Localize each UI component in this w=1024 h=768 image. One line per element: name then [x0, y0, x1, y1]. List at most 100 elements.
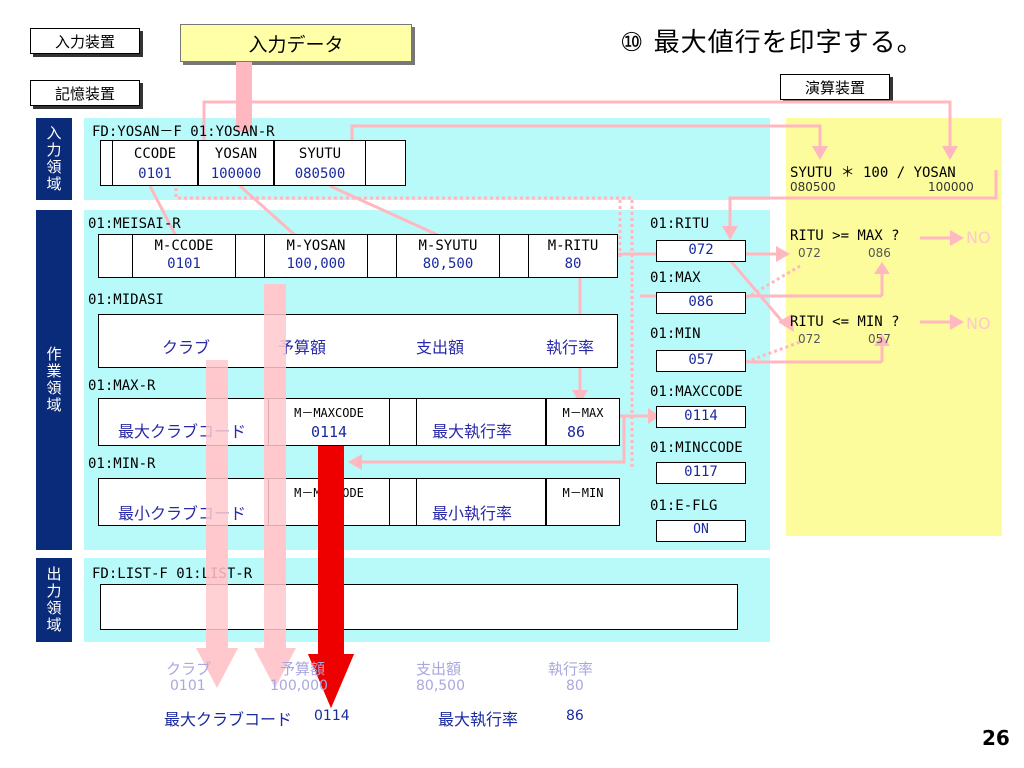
maxccode-to-mmaxcode-arrowhead — [348, 454, 362, 470]
maxccode-to-mmaxcode-line — [360, 414, 656, 464]
var-minccode-label: 01:MINCCODE — [650, 440, 743, 456]
var-ritu-box — [656, 240, 746, 262]
printed-club-header: クラブ — [166, 660, 212, 678]
input-fd-label: FD:YOSAN－F 01:YOSAN-R — [92, 124, 275, 140]
midasi-spend: 支出額 — [416, 338, 465, 357]
yosan-name: YOSAN — [214, 146, 258, 162]
msyutu-name: M-SYUTU — [418, 238, 478, 254]
formula-yosan-value: 100000 — [928, 180, 974, 194]
no-max-label: NO — [966, 228, 991, 247]
mmin-cell — [546, 478, 620, 526]
ritu-to-cmpmax-arrowhead — [776, 246, 790, 262]
yosan-arrowhead — [942, 146, 958, 160]
ritu-to-cmpmin-line — [728, 259, 788, 327]
syutu-name: SYUTU — [298, 146, 342, 162]
no-max-arrowhead — [950, 230, 964, 246]
mccode-name: M-CCODE — [154, 238, 214, 254]
cmp-min-min: 057 — [868, 332, 891, 346]
arith-device-label: 演算装置 — [780, 74, 890, 100]
ritu-to-cmpmin-arrowhead — [778, 314, 794, 332]
var-min-value: 057 — [688, 352, 714, 368]
storage-device-text: 記憶装置 — [54, 84, 115, 103]
mccode-value: 0101 — [167, 256, 201, 272]
mccode-cell — [132, 234, 236, 278]
ccode-dotted-line — [174, 164, 634, 470]
work-area-sidebar: 作業領域 — [36, 210, 72, 550]
cmp-max-max: 086 — [868, 246, 891, 260]
input-device-text: 入力装置 — [54, 32, 115, 51]
mmaxcode-value: 0114 — [310, 423, 348, 441]
var-max-label: 01:MAX — [650, 270, 701, 286]
printed-rate-value-final: 86 — [566, 708, 584, 724]
page-title: ⑩ 最大値行を印字する。 — [620, 28, 924, 58]
myosan-name: M-YOSAN — [286, 238, 346, 254]
mmaxcode-cell — [268, 398, 390, 446]
yosan-line — [202, 100, 952, 150]
minr-record-label: 01:MIN-R — [88, 456, 156, 472]
mmax-value: 86 — [566, 423, 586, 441]
arith-panel — [786, 118, 1002, 536]
myosan-cell — [264, 234, 368, 278]
ccode-transfer — [148, 185, 180, 241]
var-minccode-value: 0117 — [684, 464, 718, 480]
mmaxcode-name: M－MAXCODE — [294, 406, 364, 420]
formula-text: SYUTU ＊ 100 / YOSAN — [790, 165, 956, 181]
var-ritu-label: 01:RITU — [650, 216, 710, 232]
minr-rate-label: 最小執行率 — [432, 504, 513, 523]
page-number: 26 — [982, 726, 1010, 750]
mritu-to-mmax-arrowhead — [572, 390, 588, 404]
cmp-min-ritu: 072 — [798, 332, 821, 346]
output-area-sidebar: 出力領域 — [36, 558, 72, 642]
var-max-value: 086 — [688, 294, 714, 310]
budget-column-arrowhead — [254, 648, 296, 688]
max-copy-dotted — [745, 264, 801, 300]
print-arrowhead-overlay — [308, 654, 354, 708]
printed-spend-header: 支出額 — [416, 660, 462, 678]
printed-rate-label: 最大執行率 — [438, 710, 519, 729]
ccode-value: 0101 — [138, 166, 172, 182]
yosan-value: 100000 — [210, 166, 262, 182]
syutu-transfer — [329, 184, 441, 238]
meisai-record-label: 01:MEISAI-R — [88, 216, 181, 232]
var-minccode-box — [656, 462, 746, 484]
maxr-rate-cell — [416, 398, 546, 446]
mritu-value: 80 — [564, 256, 582, 272]
midasi-rate: 執行率 — [546, 338, 595, 357]
input-area-sidebar: 入力領域 — [36, 118, 72, 200]
midasi-club: クラブ — [162, 338, 211, 357]
ccode-cell — [112, 140, 198, 186]
input-data-label: 入力データ — [180, 24, 412, 62]
var-eflg-value: ON — [693, 522, 709, 537]
var-ritu-value: 072 — [688, 242, 714, 258]
input-device-label: 入力装置 — [30, 28, 140, 54]
var-maxccode-box — [656, 406, 746, 428]
input-data-text: 入力データ — [248, 33, 344, 56]
printed-spend-value: 80,500 — [416, 678, 465, 694]
print-arrow-overlay — [318, 446, 344, 656]
mmax-name: M－MAX — [562, 406, 604, 420]
cmp-max-ritu: 072 — [798, 246, 821, 260]
var-min-label: 01:MIN — [650, 326, 701, 342]
var-eflg-box — [656, 520, 746, 542]
cmp-max-text: RITU >= MAX ? — [790, 228, 900, 244]
midasi-record — [98, 314, 618, 368]
printed-rate-value: 80 — [566, 678, 584, 694]
printed-club-value: 0101 — [170, 678, 206, 694]
club-column-overlay — [206, 360, 228, 650]
var-max-box — [656, 292, 746, 314]
syutu-line — [350, 124, 822, 150]
cmp-min-text: RITU <= MIN ? — [790, 314, 900, 330]
mritu-name: M-RITU — [547, 238, 599, 254]
printed-budget-value: 100,000 — [270, 678, 328, 694]
budget-column-overlay — [264, 284, 286, 650]
no-min-arrowhead — [950, 314, 964, 330]
var-maxccode-value: 0114 — [684, 408, 718, 424]
myosan-value: 100,000 — [286, 256, 346, 272]
ritu-result-arrowhead — [722, 226, 738, 240]
no-min-label: NO — [966, 314, 991, 333]
mritu-cell — [528, 234, 618, 278]
ritu-result-line — [728, 170, 998, 230]
yosan-cell — [198, 140, 274, 186]
yosan-transfer — [239, 184, 297, 238]
printed-budget-header: 予算額 — [280, 660, 326, 678]
